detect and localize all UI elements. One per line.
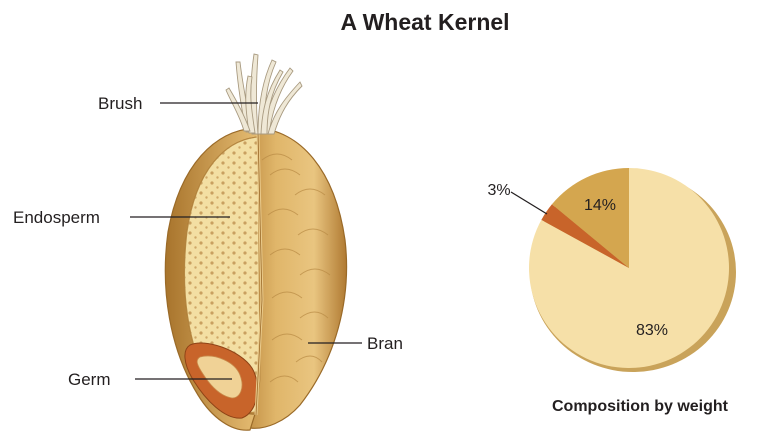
wheat-kernel-illustration (165, 54, 346, 430)
pie-caption: Composition by weight (552, 398, 729, 415)
slice-label-germ: 3% (487, 182, 510, 199)
brush-hairs (226, 54, 302, 134)
composition-pie-chart: 83% 14% 3% Composition by weight (487, 168, 736, 415)
slice-label-endosperm: 83% (636, 322, 668, 339)
endosperm-label: Endosperm (13, 208, 100, 227)
bran-label: Bran (367, 334, 403, 353)
pie-slices (529, 168, 729, 368)
germ-label: Germ (68, 370, 111, 389)
brush-label: Brush (98, 94, 142, 113)
germ-slice-leader-line (511, 192, 547, 214)
diagram-title: A Wheat Kernel (340, 9, 509, 35)
slice-label-bran: 14% (584, 197, 616, 214)
